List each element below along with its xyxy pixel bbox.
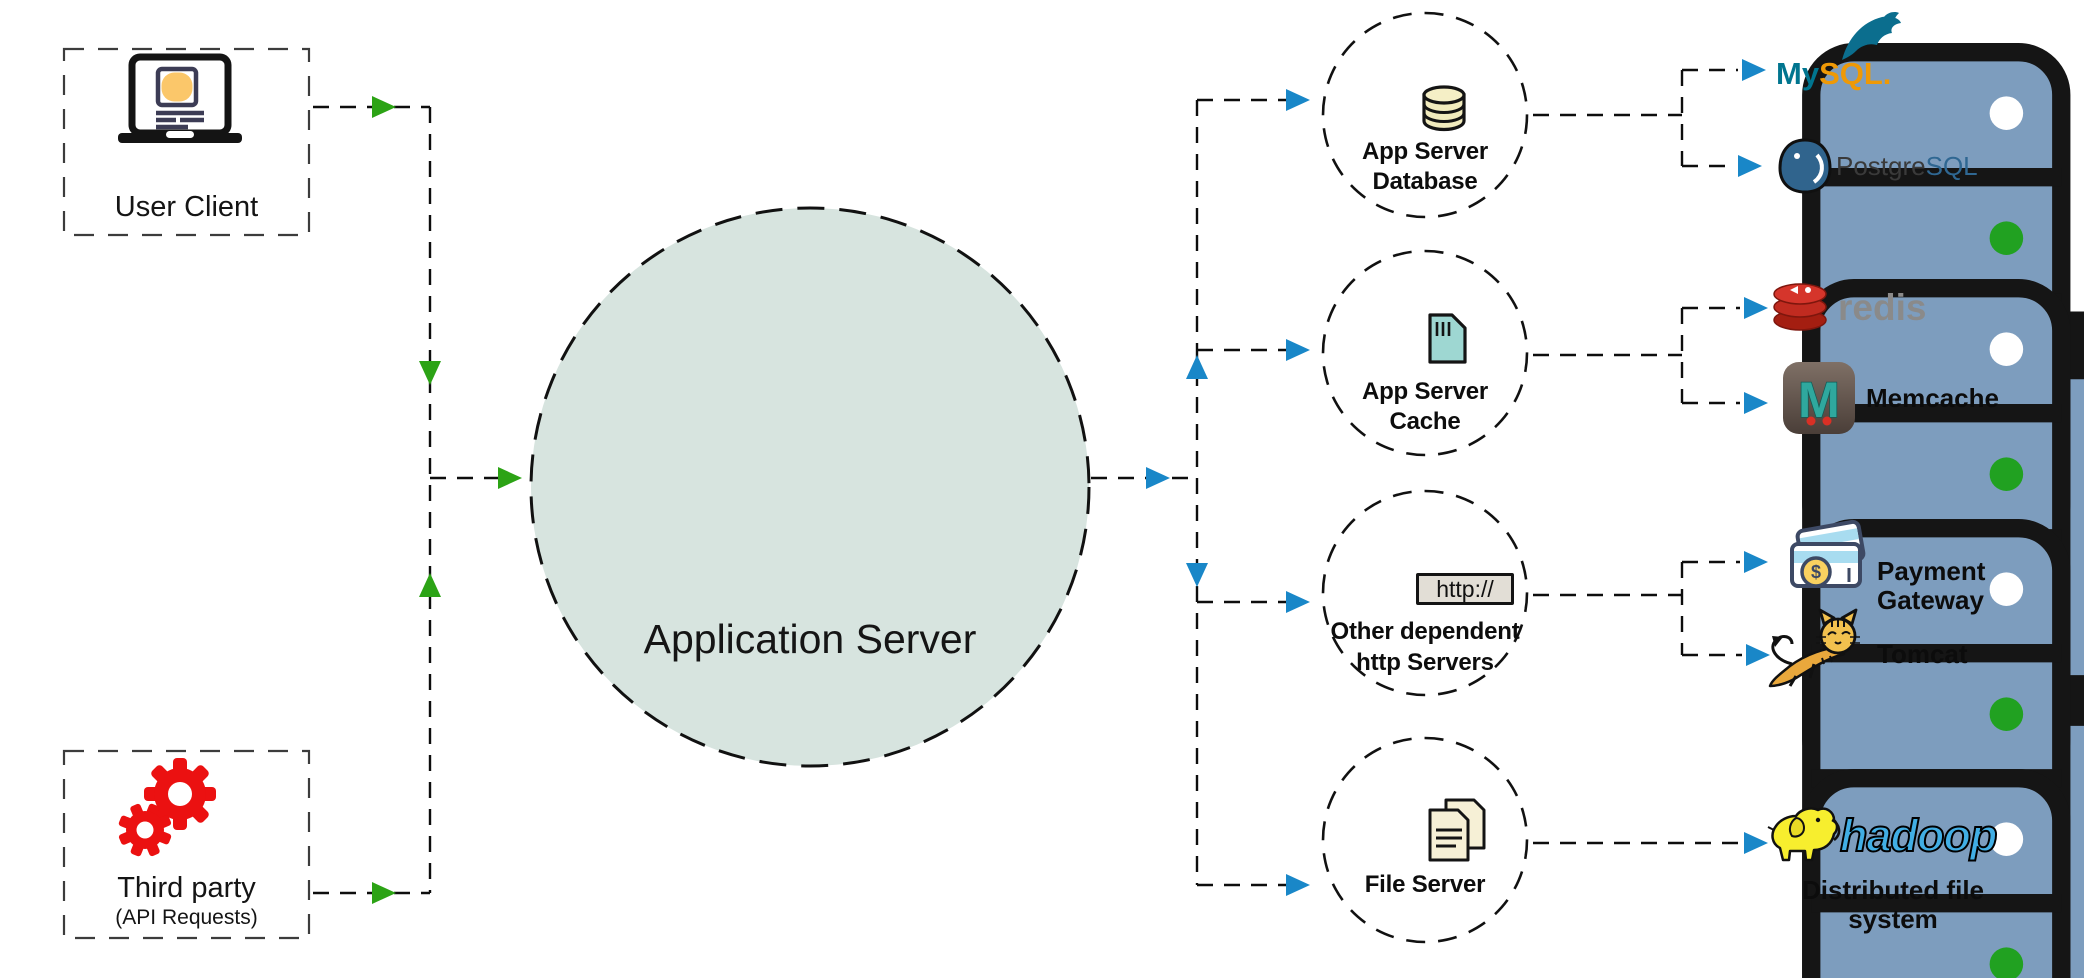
payment-gateway-label: Payment Gateway — [1877, 556, 1986, 615]
redis-stack-icon — [1773, 283, 1827, 331]
user-client-label: User Client — [114, 191, 259, 223]
postgresql-wordmark: PostgreSQL — [1836, 151, 1978, 182]
cluster-file-circle — [1321, 736, 2063, 978]
mysql-wordmark-sql: SQL. — [1819, 56, 1892, 91]
postgresql-elephant-icon — [1778, 138, 1832, 194]
mysql-dolphin-icon — [1842, 12, 1901, 61]
memcache-label: Memcache — [1866, 383, 1999, 413]
third-party-box — [62, 749, 311, 940]
memcache-letter: M — [1798, 372, 1840, 428]
connector-lines — [313, 68, 1742, 895]
third-party-sublabel: (API Requests) — [115, 906, 258, 929]
cluster-database-label-line2: Database — [1372, 168, 1478, 195]
tomcat-cat-icon — [1768, 608, 1860, 688]
documents-icon — [1428, 798, 1486, 862]
cluster-database-circle — [1321, 11, 2063, 548]
mysql-wordmark: MySQL. — [1776, 56, 1891, 92]
application-server-circle — [529, 206, 2084, 978]
memory-card-icon — [1428, 313, 1467, 364]
cluster-database-label-line1: App Server — [1361, 138, 1489, 165]
cluster-cache-circle — [1321, 249, 2063, 784]
gears-icon — [118, 758, 216, 857]
payment-dollar-symbol: $ — [1811, 562, 1821, 582]
blue-flow-arrowheads — [1146, 59, 1770, 896]
user-client-box — [62, 47, 311, 237]
cluster-cache-label-line1: App Server — [1361, 378, 1489, 405]
redis-wordmark: redis — [1838, 287, 1927, 328]
third-party-label: Third party — [117, 872, 256, 904]
payment-cards-icon: $ — [1790, 519, 1866, 588]
postgresql-wordmark-sql: SQL — [1925, 151, 1978, 181]
cluster-cache-label-line2: Cache — [1389, 408, 1461, 435]
cluster-http-label-line1: Other dependent — [1330, 618, 1520, 645]
cluster-file-label: File Server — [1364, 871, 1486, 898]
green-flow-arrowheads — [372, 96, 522, 904]
hadoop-elephant-icon — [1767, 807, 1841, 862]
laptop-icon — [118, 53, 242, 143]
hadoop-wordmark: hadoop — [1839, 809, 1998, 862]
mysql-wordmark-my: My — [1776, 56, 1820, 91]
database-cylinder-icon — [1422, 85, 1466, 132]
tomcat-label: Tomcat — [1877, 639, 1968, 669]
http-address-bar: http:// — [1416, 573, 1514, 605]
memcache-icon: M — [1783, 362, 1855, 434]
hadoop-sublabel: Distributed file system — [1801, 875, 1984, 934]
application-server-label: Application Server — [643, 616, 977, 662]
postgresql-wordmark-postgre: Postgre — [1836, 151, 1926, 181]
cluster-http-label-line2: http Servers — [1356, 649, 1494, 676]
